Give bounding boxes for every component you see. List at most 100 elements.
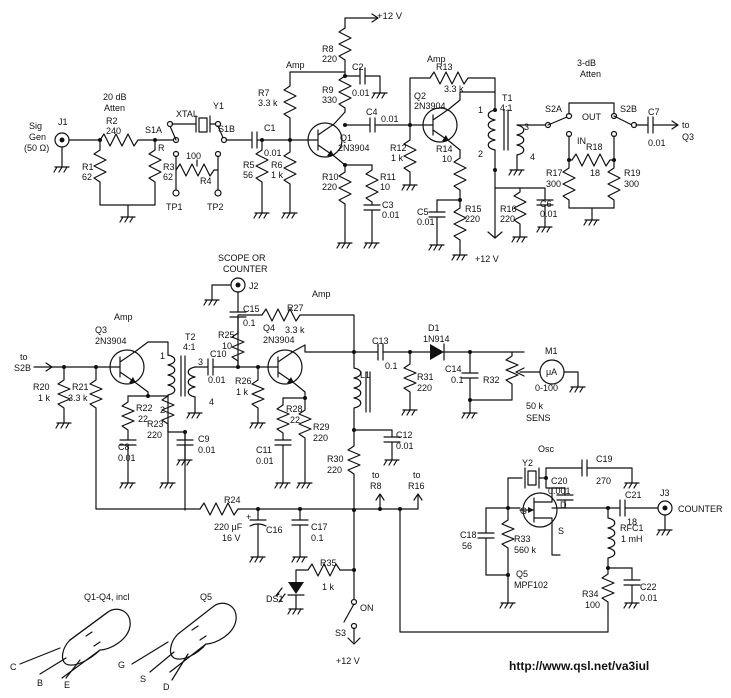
c2-capacitor [359, 67, 381, 89]
r33-resistor [501, 507, 515, 599]
c12-value: 0.01 [396, 441, 414, 451]
c17-label: C17 [311, 522, 328, 532]
r2-resistor [99, 133, 176, 147]
xtal-label: XTAL [176, 109, 198, 119]
r23-label: R23 [147, 419, 164, 429]
r12-value: 1 k [391, 153, 404, 163]
c18-value: 56 [462, 541, 472, 551]
c16-value-2: 16 V [222, 533, 241, 543]
c7-label: C7 [648, 107, 660, 117]
r26-label: R26 [235, 376, 252, 386]
middle-stage [33, 277, 586, 512]
top-stage [53, 13, 679, 261]
r4-potentiometer [175, 155, 219, 177]
tp1-label: TP1 [166, 202, 183, 212]
c13-label: C13 [372, 336, 389, 346]
pin-g-label: G [118, 660, 125, 670]
r33-value: 560 k [514, 545, 537, 555]
s3-switch[interactable] [343, 603, 355, 623]
c15-value: 0.1 [243, 318, 256, 328]
atten3-label-2: Atten [580, 69, 601, 79]
c21-capacitor [619, 499, 659, 517]
y2-label: Y2 [522, 458, 533, 468]
amp-label-4: Amp [312, 289, 331, 299]
bottom-labels: R24 220 μF 16 V C16 C17 0.1 R35 1 k DS1 … [10, 444, 723, 692]
c12-capacitor [383, 429, 401, 456]
s2a-switch [547, 116, 568, 126]
to-r16-label-1: to [413, 470, 421, 480]
r14-resistor [453, 157, 467, 201]
j2-label: J2 [249, 281, 259, 291]
r20-value: 1 k [38, 393, 51, 403]
y1-label: Y1 [213, 101, 224, 111]
supply-top-label: +12 V [377, 11, 403, 22]
r7-resistor [283, 71, 297, 141]
t1-pin1: 1 [478, 105, 483, 115]
r14-label: R14 [436, 144, 453, 154]
ds1-label: DS1 [266, 594, 284, 604]
r11-label: R11 [380, 172, 396, 182]
j1-label: J1 [58, 117, 68, 127]
c12-label: C12 [396, 430, 413, 440]
r8-label: R8 [322, 44, 334, 54]
c10-label: C10 [210, 349, 227, 359]
d1-value: 1N914 [423, 334, 450, 344]
c16-plus: + [246, 512, 251, 522]
c22-capacitor [623, 567, 641, 599]
c13-capacitor [377, 343, 431, 361]
amp-label-2: Amp [427, 54, 446, 64]
r19-label: R19 [624, 168, 641, 178]
r23-value: 220 [147, 430, 162, 440]
r17-value: 300 [546, 179, 561, 189]
r21-value: 3.3 k [68, 393, 88, 403]
footer-url: http://www.qsl.net/va3iul [509, 659, 649, 673]
to-s2b-label-2: S2B [14, 363, 31, 373]
s2b-switch [613, 115, 633, 126]
m1-label: M1 [545, 346, 558, 356]
r20-label: R20 [33, 382, 50, 392]
in-label: IN [577, 136, 586, 146]
r28-value: 22 [290, 415, 300, 425]
r12-label: R12 [390, 143, 407, 153]
c18-capacitor [477, 524, 509, 576]
t2-pin4: 4 [209, 397, 214, 407]
r25-value: 10 [222, 341, 232, 351]
r18-value: 18 [590, 168, 600, 178]
c14-value: 0.1 [451, 375, 464, 385]
r29-label: R29 [313, 422, 330, 432]
d1-label: D1 [428, 323, 440, 333]
s1a-switch [169, 125, 177, 141]
bottom-stage: + [19, 459, 673, 681]
q4-label: Q4 [263, 323, 275, 333]
c9-label: C9 [198, 434, 210, 444]
c3-value: 0.01 [382, 210, 400, 220]
r13-value: 3.3 k [444, 84, 464, 94]
r11-value: 10 [380, 182, 390, 192]
to-r16-label-2: R16 [408, 481, 425, 491]
t2-value: 4:1 [183, 342, 196, 352]
r2-label: R2 [106, 116, 118, 126]
to-q3-label-1: to [682, 120, 690, 130]
r30-label: R30 [327, 454, 344, 464]
atten3-label-1: 3-dB [577, 58, 596, 68]
q4-value: 2N3904 [263, 335, 295, 345]
r16-value: 220 [500, 214, 515, 224]
c17-value: 0.1 [311, 533, 324, 543]
c6-value: 0.01 [540, 209, 558, 219]
q2-transistor [422, 99, 461, 151]
r12-resistor [403, 124, 417, 181]
c7-capacitor [647, 116, 679, 134]
r10-label: R10 [322, 172, 339, 182]
t1-value: 4:1 [500, 103, 513, 113]
q5-fet [519, 487, 566, 536]
scope-label-2: COUNTER [223, 264, 268, 274]
c19-label: C19 [596, 454, 613, 464]
sens-label-1: 50 k [526, 401, 544, 411]
c8-capacitor [119, 439, 137, 479]
r13-resistor [429, 71, 496, 111]
r30-resistor [347, 429, 361, 511]
on-label: ON [360, 603, 374, 613]
r26-resistor [251, 366, 265, 419]
s3-label: S3 [335, 628, 346, 638]
